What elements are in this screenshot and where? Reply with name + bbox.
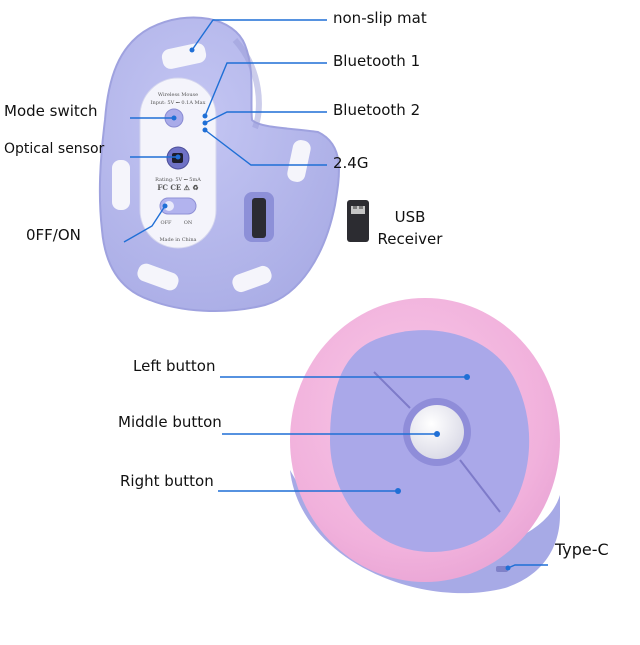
switch-off-label: OFF — [160, 220, 172, 226]
usb-receiver — [347, 200, 369, 242]
label-usb-receiver: USB Receiver — [372, 206, 448, 250]
non-slip-pad — [112, 160, 130, 210]
non-slip-pad — [137, 263, 179, 291]
label-2-4g: 2.4G — [333, 154, 369, 172]
label-right-button: Right button — [120, 472, 214, 490]
mouse-top-view — [290, 298, 560, 594]
label-receiver: Receiver — [377, 230, 443, 248]
sticker-certifications: FC CE ⚠ ♻ — [157, 183, 198, 192]
receiver-in-slot — [252, 198, 266, 238]
label-bluetooth-2: Bluetooth 2 — [333, 101, 421, 119]
power-switch-knob — [164, 201, 174, 211]
sticker-line-4: Made in China — [159, 237, 196, 243]
mouse-bottom-view: Wireless Mouse Input: 5V ⎓ 0.1A Max Rati… — [98, 16, 340, 312]
pointer-lines — [123, 19, 548, 569]
switch-on-label: ON — [184, 220, 193, 226]
label-mode-switch: Mode switch — [4, 102, 98, 120]
label-off-on: 0FF/ON — [26, 226, 81, 244]
label-optical-sensor: Optical sensor — [4, 141, 105, 157]
sticker-line-3: Rating: 5V ⎓ 5mA — [155, 177, 201, 183]
pointer-bluetooth-1 — [204, 62, 327, 117]
pointer-type-c — [507, 564, 548, 569]
label-middle-button: Middle button — [118, 413, 222, 431]
sticker-line-1: Wireless Mouse — [158, 92, 198, 98]
label-type-c: Type-C — [555, 540, 609, 559]
button-divider-bottom — [459, 459, 501, 513]
pointer-non-slip-mat — [191, 19, 327, 51]
label-usb: USB — [394, 208, 426, 226]
pointer-bluetooth-2 — [204, 111, 327, 124]
pointer-dots — [162, 47, 511, 571]
non-slip-pad — [287, 140, 311, 182]
right-button[interactable] — [345, 470, 455, 520]
non-slip-pad — [232, 265, 272, 293]
label-non-slip-mat: non-slip mat — [333, 9, 427, 27]
label-left-button: Left button — [133, 357, 216, 375]
pointer-2-4g — [204, 129, 327, 166]
non-slip-pad — [161, 43, 207, 69]
type-c-port — [496, 566, 508, 572]
thumb-curve — [232, 37, 262, 130]
button-divider-top — [373, 371, 411, 409]
pointer-off-on — [123, 205, 166, 243]
label-bluetooth-1: Bluetooth 1 — [333, 52, 421, 70]
sticker-line-2: Input: 5V ⎓ 0.1A Max — [151, 100, 206, 106]
